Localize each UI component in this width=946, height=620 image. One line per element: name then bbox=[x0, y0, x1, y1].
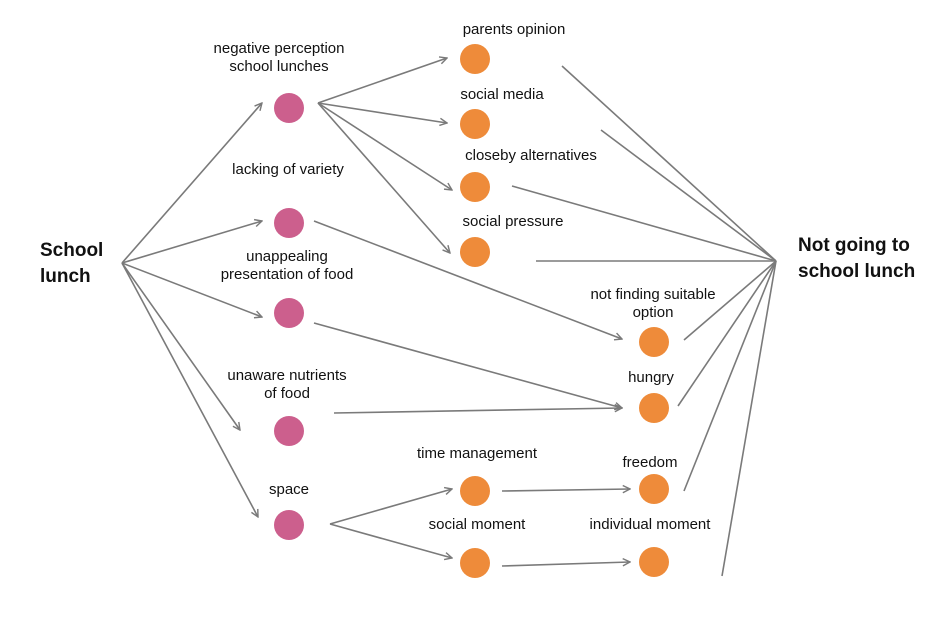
factor-label-freedom-line1: freedom bbox=[622, 454, 678, 471]
factor-node-social-media bbox=[460, 109, 490, 139]
cause-node-unappealing bbox=[274, 298, 304, 328]
edge-hungry-to-target bbox=[677, 260, 777, 407]
not-going-label-line1: Not going to bbox=[798, 235, 910, 256]
factor-label-not-finding-option-line2: option bbox=[632, 304, 674, 321]
edge-not-finding-to-target bbox=[683, 260, 777, 341]
edge-social-media-to-target bbox=[600, 129, 777, 262]
cause-node-lacking-variety bbox=[274, 208, 304, 238]
factor-label-social-moment-line1: social moment bbox=[428, 516, 526, 533]
edge-space-to-time-management bbox=[329, 489, 452, 525]
factor-label-social-pressure: social pressure bbox=[463, 213, 564, 231]
cause-label-unappealing-line1: unappealing bbox=[246, 248, 328, 265]
edge-freedom-to-target bbox=[683, 260, 777, 492]
factor-label-freedom: freedom bbox=[622, 454, 677, 472]
edge-lacking-variety-to-not-finding bbox=[313, 220, 622, 339]
factor-label-not-finding-option: not finding suitable option bbox=[590, 286, 715, 322]
factor-label-closeby-alternatives-line1: closeby alternatives bbox=[465, 147, 597, 164]
edge-school-to-unappealing bbox=[121, 262, 262, 317]
factor-node-freedom bbox=[639, 474, 669, 504]
cause-label-lacking-variety-line1: lacking of variety bbox=[232, 161, 344, 178]
cause-label-space: space bbox=[269, 481, 309, 499]
factor-node-individual-moment bbox=[639, 547, 669, 577]
factor-label-hungry-line1: hungry bbox=[628, 369, 674, 386]
cause-label-unaware-nutrients-line1: unaware nutrients bbox=[227, 367, 347, 384]
factor-label-social-media: social media bbox=[460, 86, 543, 104]
cause-label-negative-perception-line1: negative perception bbox=[213, 40, 345, 57]
edge-time-management-to-freedom bbox=[501, 489, 630, 491]
cause-node-space bbox=[274, 510, 304, 540]
factor-node-parents-opinion bbox=[460, 44, 490, 74]
factor-node-time-management bbox=[460, 476, 490, 506]
school-lunch-label-line1: School bbox=[40, 240, 104, 261]
cause-label-negative-perception: negative perception school lunches bbox=[214, 40, 345, 76]
cause-label-unaware-nutrients: unaware nutrients of food bbox=[227, 367, 346, 403]
school-lunch-label: School lunch bbox=[40, 238, 103, 290]
factor-label-social-media-line1: social media bbox=[460, 86, 544, 103]
edge-parents-opinion-to-target bbox=[561, 65, 777, 262]
not-going-label: Not going to school lunch bbox=[798, 233, 915, 285]
factor-node-closeby-alternatives bbox=[460, 172, 490, 202]
cause-node-unaware-nutrients bbox=[274, 416, 304, 446]
factor-node-social-moment bbox=[460, 548, 490, 578]
cause-label-negative-perception-line2: school lunches bbox=[229, 58, 329, 75]
edge-negative-to-social-media bbox=[317, 102, 447, 123]
factor-label-time-management-line1: time management bbox=[416, 445, 538, 462]
factor-label-social-pressure-line1: social pressure bbox=[462, 213, 564, 230]
edge-individual-to-target bbox=[721, 260, 777, 577]
edge-space-to-social-moment bbox=[329, 523, 452, 558]
edge-social-moment-to-individual bbox=[501, 562, 630, 567]
factor-node-social-pressure bbox=[460, 237, 490, 267]
edge-negative-to-social-pressure bbox=[317, 102, 450, 253]
factor-label-closeby-alternatives: closeby alternatives bbox=[465, 147, 597, 165]
factor-node-not-finding-option bbox=[639, 327, 669, 357]
cause-node-negative-perception bbox=[274, 93, 304, 123]
factor-label-social-moment: social moment bbox=[429, 516, 526, 534]
factor-label-individual-moment: individual moment bbox=[590, 516, 711, 534]
cause-label-space-line1: space bbox=[268, 481, 310, 498]
edge-school-to-lacking-variety bbox=[121, 221, 262, 264]
cause-label-unaware-nutrients-line2: of food bbox=[264, 385, 310, 402]
factor-label-time-management: time management bbox=[417, 445, 537, 463]
factor-label-hungry: hungry bbox=[628, 369, 674, 387]
cause-label-lacking-variety: lacking of variety bbox=[232, 161, 344, 179]
cause-label-unappealing: unappealing presentation of food bbox=[221, 248, 354, 284]
edge-school-to-negative-perception bbox=[121, 103, 262, 264]
factor-label-individual-moment-line1: individual moment bbox=[589, 516, 711, 533]
cause-label-unappealing-line2: presentation of food bbox=[220, 266, 354, 283]
factor-node-hungry bbox=[639, 393, 669, 423]
edge-school-to-unaware-nutrients bbox=[121, 262, 240, 430]
factor-label-parents-opinion-line1: parents opinion bbox=[462, 21, 566, 38]
school-lunch-label-line2: lunch bbox=[40, 266, 91, 287]
edge-negative-to-closeby bbox=[317, 102, 452, 190]
edge-unaware-to-hungry bbox=[333, 408, 622, 414]
edge-negative-to-parents-opinion bbox=[317, 58, 447, 104]
factor-label-parents-opinion: parents opinion bbox=[463, 21, 566, 39]
edge-closeby-to-target bbox=[511, 185, 777, 262]
factor-label-not-finding-option-line1: not finding suitable bbox=[590, 286, 716, 303]
edge-unappealing-to-hungry bbox=[313, 322, 622, 408]
not-going-label-line2: school lunch bbox=[798, 261, 916, 282]
edge-school-to-space bbox=[121, 262, 258, 517]
